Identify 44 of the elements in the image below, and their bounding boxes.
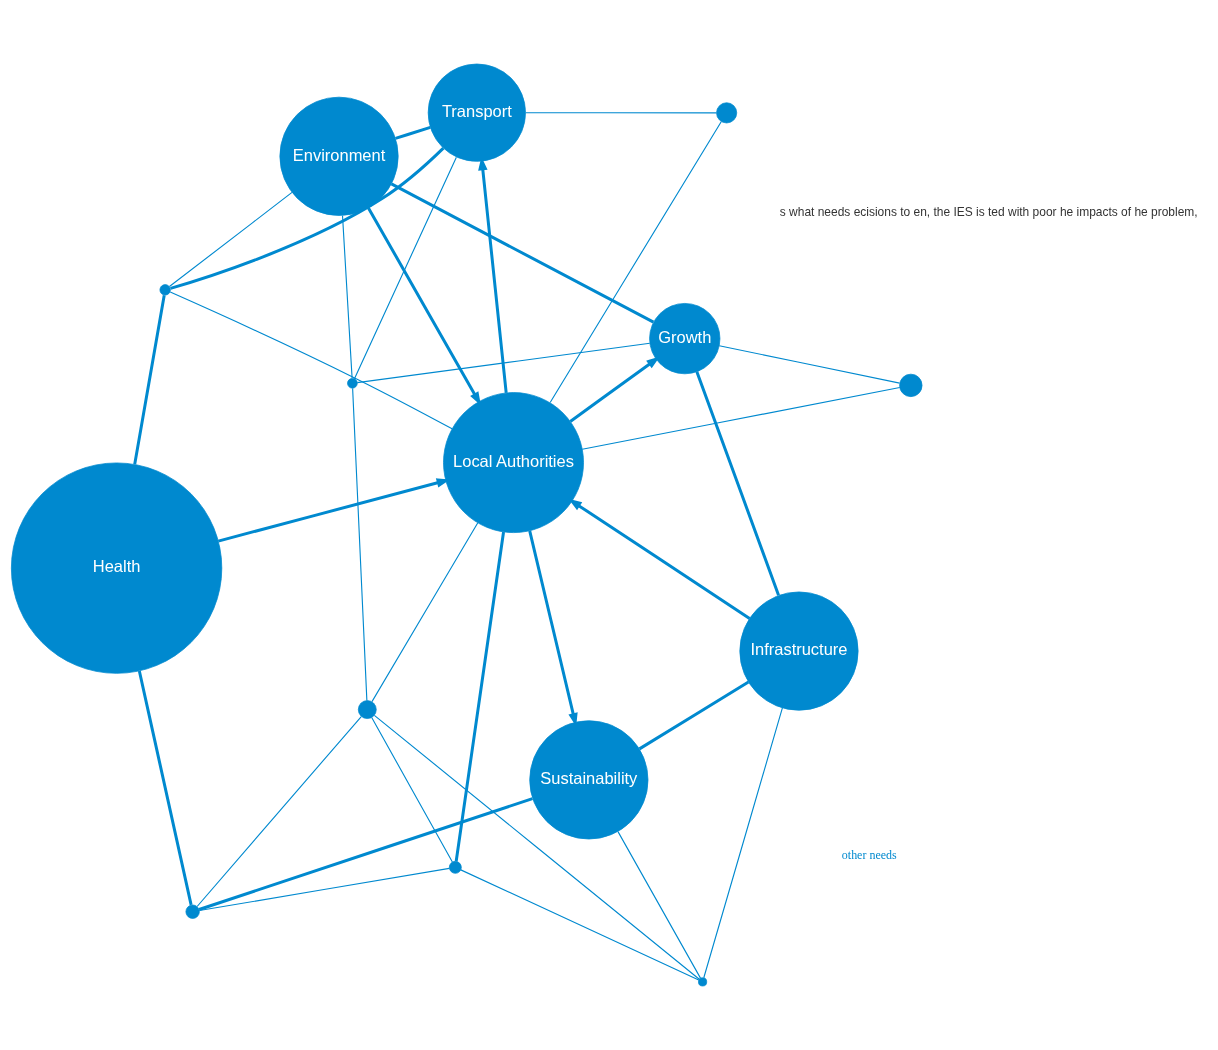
connector xyxy=(356,342,651,384)
connector xyxy=(168,191,293,288)
connector xyxy=(371,716,453,863)
node-circle xyxy=(698,977,708,987)
connector xyxy=(352,387,368,702)
connector xyxy=(137,670,193,906)
connector xyxy=(454,531,506,862)
node-circle xyxy=(347,378,358,389)
node-circle xyxy=(716,102,738,124)
connector xyxy=(373,714,700,980)
connector xyxy=(617,831,702,979)
node-circle: Health xyxy=(11,462,223,674)
connector xyxy=(353,156,457,380)
connector xyxy=(638,680,750,751)
node-circle: Infrastructure xyxy=(739,591,859,711)
connector xyxy=(395,125,431,140)
node-circle: Growth xyxy=(649,303,721,375)
node-circle xyxy=(159,284,171,296)
connector xyxy=(390,182,655,324)
node-circle: Transport xyxy=(427,63,526,162)
connector xyxy=(581,387,901,450)
connector xyxy=(549,120,722,403)
arrow xyxy=(569,356,660,423)
node-circle xyxy=(357,700,377,719)
label: other needs xyxy=(841,847,897,862)
connector xyxy=(460,869,700,981)
connector xyxy=(525,112,717,114)
node-circle: Environment xyxy=(279,96,399,216)
node-circle xyxy=(185,904,200,919)
connector xyxy=(196,715,362,908)
node-circle xyxy=(899,373,923,397)
node-circle: Sustainability xyxy=(529,720,649,840)
connector xyxy=(170,147,445,290)
label: s what needs ecisions to en, the IES is ted with poor he impacts of he problem, xyxy=(779,204,1198,219)
connector xyxy=(703,707,783,979)
connector xyxy=(341,215,353,379)
connector xyxy=(169,291,453,430)
node-circle xyxy=(448,860,462,874)
connector xyxy=(718,345,901,384)
connector xyxy=(133,294,166,465)
connector xyxy=(198,797,533,911)
connector xyxy=(695,371,780,596)
connector xyxy=(198,867,450,912)
connector xyxy=(371,522,479,703)
